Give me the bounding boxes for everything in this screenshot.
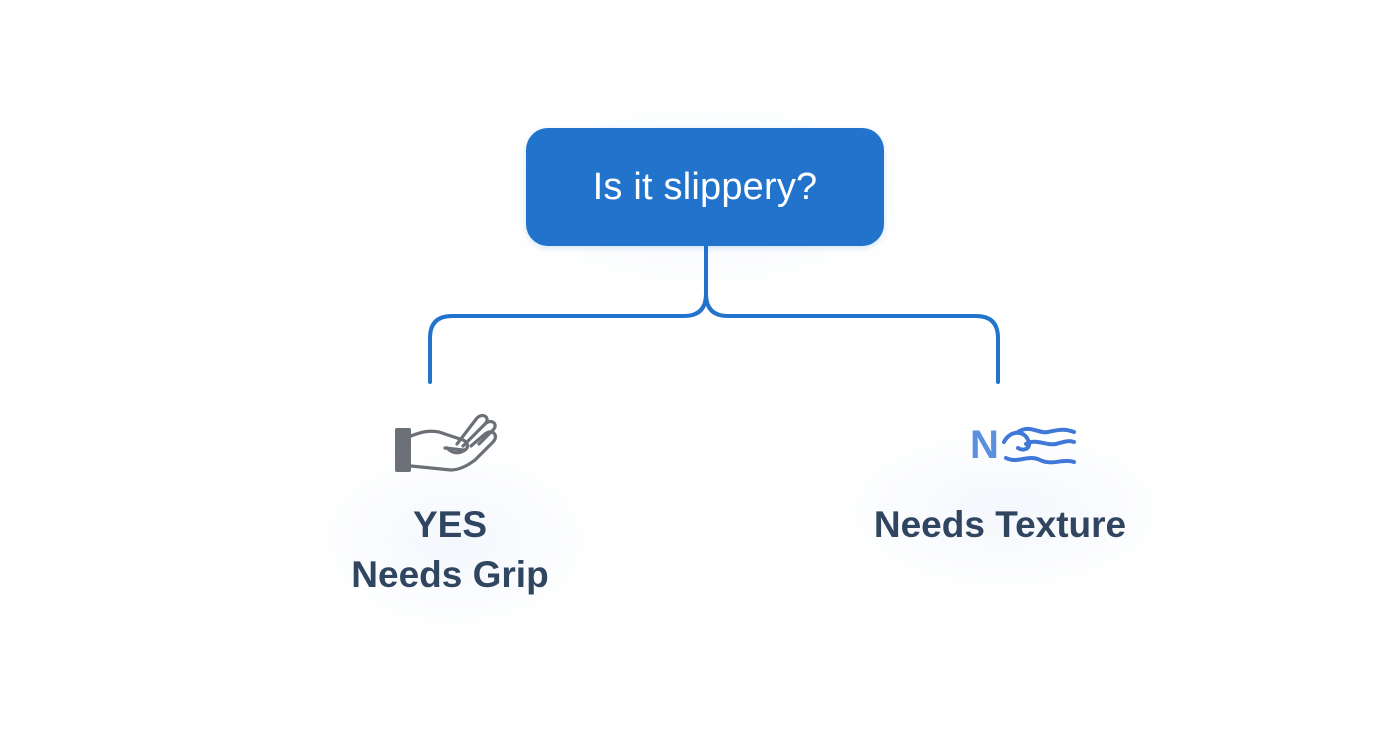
yes-glow — [300, 440, 610, 640]
waves-icon: N — [968, 418, 1080, 474]
no-waves-graphic: N — [970, 423, 1076, 467]
connector-right-branch — [704, 292, 1000, 384]
question-node: Is it slippery? — [526, 128, 884, 246]
hand-icon — [395, 413, 497, 472]
question-text: Is it slippery? — [592, 165, 818, 208]
yes-result: Needs Grip — [351, 554, 549, 595]
yes-branch: YES Needs Grip — [300, 500, 600, 600]
no-branch: Needs Texture — [820, 500, 1180, 550]
svg-text:N: N — [970, 423, 999, 467]
no-result: Needs Texture — [873, 504, 1127, 545]
no-glow — [820, 420, 1190, 600]
yes-answer: YES — [412, 504, 488, 545]
